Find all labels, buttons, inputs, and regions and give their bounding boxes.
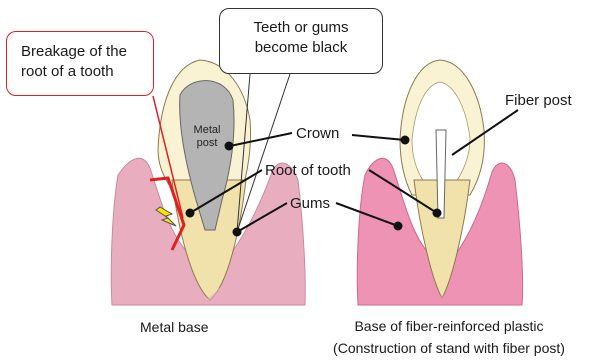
leader-crown-right xyxy=(352,135,405,140)
crown-label: Crown xyxy=(296,124,339,143)
blackening-line-1: Teeth or gums xyxy=(220,18,382,38)
caption-right-line-2: (Construction of stand with fiber post) xyxy=(316,339,582,357)
gums-label: Gums xyxy=(290,194,330,213)
dot-crown-right xyxy=(401,136,410,145)
blackening-line-2: become black xyxy=(220,38,382,58)
dot-root-left xyxy=(186,209,195,218)
caption-right-line-1: Base of fiber-reinforced plastic xyxy=(316,317,582,335)
breakage-callout: Breakage of the root of a tooth xyxy=(6,31,154,96)
caption-left: Metal base xyxy=(140,318,208,336)
dot-gums-right xyxy=(394,222,403,231)
breakage-line-1: Breakage of the xyxy=(21,42,145,62)
caption-right: Base of fiber-reinforced plastic (Constr… xyxy=(316,317,582,357)
metal-post-line-2: post xyxy=(187,137,227,150)
blackening-callout: Teeth or gums become black xyxy=(219,8,383,74)
dot-gums-left xyxy=(233,228,242,237)
metal-post-label: Metal post xyxy=(187,124,227,150)
fiber-post-label: Fiber post xyxy=(505,91,572,110)
fiber-post xyxy=(436,130,446,218)
breakage-line-2: root of a tooth xyxy=(21,62,145,82)
metal-post-line-1: Metal xyxy=(187,124,227,137)
root-label: Root of tooth xyxy=(265,161,351,180)
dot-root-right xyxy=(433,209,442,218)
